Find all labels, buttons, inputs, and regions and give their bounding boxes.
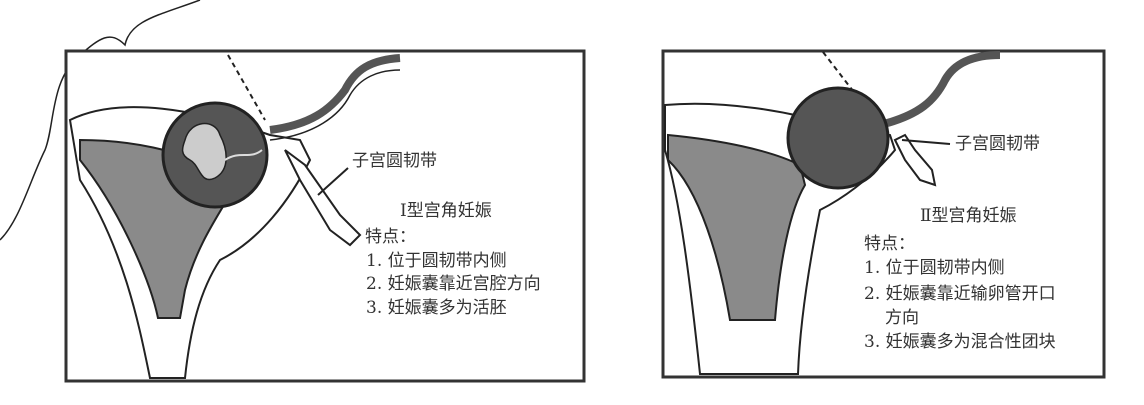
panel-1-round-ligament-label: 子宫圆韧带 bbox=[352, 151, 437, 171]
panel-2-round-ligament-label: 子宫圆韧带 bbox=[955, 134, 1040, 154]
embryo bbox=[181, 122, 227, 181]
panel-1-title: Ⅰ型宫角妊娠 bbox=[400, 201, 492, 221]
label-pointer bbox=[317, 167, 349, 196]
label-pointer bbox=[901, 139, 951, 145]
panel-1-features-heading: 特点： bbox=[365, 227, 416, 247]
round-ligament bbox=[284, 149, 362, 247]
round-ligament bbox=[893, 133, 937, 187]
panel-2-figure bbox=[661, 49, 1106, 379]
panel-2-feature: 3. 妊娠囊多为混合性团块 bbox=[864, 332, 1056, 352]
gestational-sac bbox=[786, 86, 890, 190]
dashed-line bbox=[822, 51, 861, 101]
panel-2-feature: 1. 位于圆韧带内侧 bbox=[864, 258, 1005, 278]
uterine-cavity bbox=[667, 133, 807, 321]
panel-1-figure bbox=[64, 49, 586, 383]
dashed-line bbox=[227, 54, 266, 121]
panel-2-feature: 2. 妊娠囊靠近输卵管开口 bbox=[864, 284, 1056, 304]
panel-2-title: Ⅱ型宫角妊娠 bbox=[920, 206, 1017, 226]
panel-1-feature: 2. 妊娠囊靠近宫腔方向 bbox=[366, 274, 541, 294]
fallopian-tube bbox=[269, 54, 401, 134]
umbilical-cord bbox=[224, 149, 263, 161]
fallopian-tube-edge bbox=[269, 69, 401, 141]
panel-2-feature: 方向 bbox=[885, 308, 919, 328]
fallopian-tube bbox=[879, 51, 1001, 129]
panel-1-feature: 3. 妊娠囊多为活胚 bbox=[366, 298, 507, 318]
panel-2-features-heading: 特点： bbox=[864, 234, 915, 254]
panel-1-feature: 1. 位于圆韧带内侧 bbox=[366, 251, 507, 271]
